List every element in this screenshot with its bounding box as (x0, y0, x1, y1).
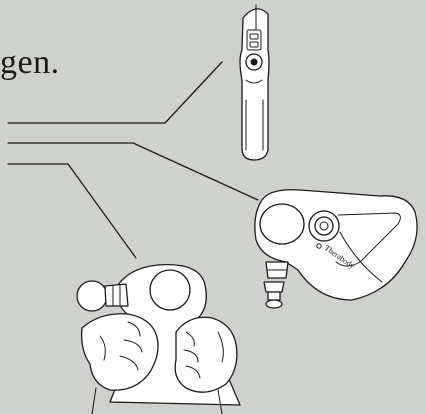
callout-line-top (8, 62, 222, 123)
callout-lines (8, 62, 258, 258)
device-top-view (240, 5, 269, 160)
callout-line-bottom (8, 164, 136, 258)
device-side-view: Therabody (255, 190, 417, 308)
device-in-hands (77, 265, 240, 414)
callout-line-middle (8, 143, 258, 200)
